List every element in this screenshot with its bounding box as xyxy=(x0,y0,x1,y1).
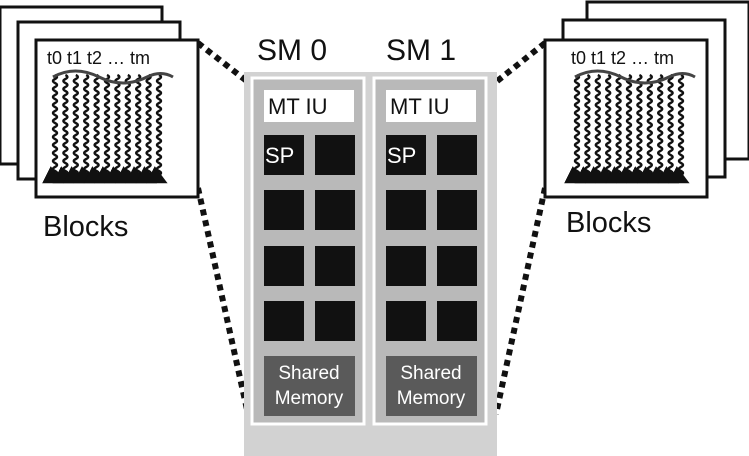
sm-0-mtiu-label: MT IU xyxy=(268,94,327,119)
warp-thread-arrow xyxy=(574,73,596,184)
warp-thread-arrow xyxy=(647,73,669,184)
sm-1-sp-4 xyxy=(437,190,477,230)
warp-thread-arrow xyxy=(595,73,617,184)
sm-1: SM 1 MT IU SP Shared Memory xyxy=(372,34,488,426)
warp-thread-arrow xyxy=(564,73,586,184)
sm-0-shared-label-2: Memory xyxy=(275,388,344,409)
warp-thread-arrow xyxy=(104,73,126,184)
sm-0-sp-8 xyxy=(315,301,355,341)
warp-thread-arrow xyxy=(584,73,607,184)
sm-1-sp-2 xyxy=(437,135,477,175)
warp-thread-arrow xyxy=(42,73,64,184)
sm-0-sp-label: SP xyxy=(265,143,294,168)
sm-1-shared-memory xyxy=(386,356,477,416)
right-thread-labels: t0 t1 t2 … tm xyxy=(571,48,674,68)
warp-thread-arrow xyxy=(62,73,85,184)
warp-thread-arrow xyxy=(668,73,690,184)
connector-lines xyxy=(195,40,548,415)
sm-0: SM 0 MT IU SP Shared Memory xyxy=(250,34,366,426)
warp-thread-arrow xyxy=(146,73,168,184)
warp-scheduling-wave xyxy=(52,69,174,85)
left-thread-labels: t0 t1 t2 … tm xyxy=(47,48,150,68)
warp-thread-arrow xyxy=(636,73,659,184)
warp-thread-arrow xyxy=(616,73,638,184)
warp-thread-arrow xyxy=(52,73,74,184)
right-blocks-label: Blocks xyxy=(566,207,651,239)
right-block-stack: t0 t1 t2 … tm Blocks xyxy=(543,0,749,239)
sm-1-sp-8 xyxy=(437,301,477,341)
warp-thread-arrow xyxy=(83,73,106,184)
sm-0-shared-memory xyxy=(264,356,355,416)
warp-thread-arrow xyxy=(605,73,628,184)
warp-thread-arrow xyxy=(114,73,137,184)
warp-thread-arrow xyxy=(626,73,648,184)
left-block-stack: t0 t1 t2 … tm Blocks xyxy=(0,5,200,243)
sm-1-sp-3 xyxy=(386,190,426,230)
sm-1-sp-6 xyxy=(437,246,477,286)
sm-0-sp-2 xyxy=(315,135,355,175)
sm-1-sp-7 xyxy=(386,301,426,341)
sm-0-sp-1 xyxy=(264,135,304,175)
sm-0-shared-label-1: Shared xyxy=(278,363,339,384)
sm-0-sp-4 xyxy=(315,190,355,230)
sm-0-sp-7 xyxy=(264,301,304,341)
sm-1-sp-5 xyxy=(386,246,426,286)
warp-thread-arrow xyxy=(94,73,116,184)
left-thread-warps xyxy=(42,69,174,184)
sm-1-sp-label: SP xyxy=(387,143,416,168)
warp-thread-arrow xyxy=(657,73,680,184)
sm-1-mtiu-label: MT IU xyxy=(390,94,449,119)
sm-1-shared-label-1: Shared xyxy=(400,363,461,384)
warp-thread-arrow xyxy=(73,73,95,184)
sm-1-shared-label-2: Memory xyxy=(397,388,466,409)
sm-1-title: SM 1 xyxy=(386,34,456,67)
sm-0-sp-5 xyxy=(264,246,304,286)
warp-scheduling-wave xyxy=(574,69,696,85)
sm-0-sp-6 xyxy=(315,246,355,286)
sm-0-title: SM 0 xyxy=(257,34,327,67)
right-thread-warps xyxy=(564,69,696,184)
sm-1-mtiu-box xyxy=(386,90,476,122)
warp-thread-arrow xyxy=(135,73,158,184)
sm-1-sp-1 xyxy=(386,135,426,175)
sm-0-mtiu-box xyxy=(264,90,354,122)
left-blocks-label: Blocks xyxy=(43,211,128,243)
sm-0-sp-3 xyxy=(264,190,304,230)
warp-thread-arrow xyxy=(125,73,147,184)
